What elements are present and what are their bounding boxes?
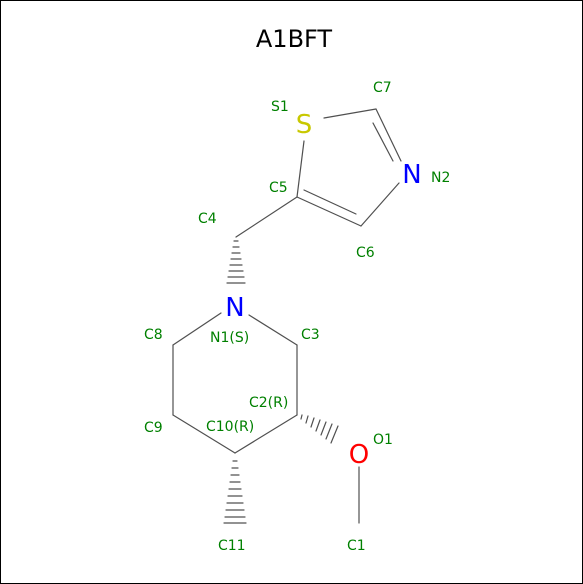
oxygen-symbol: O bbox=[349, 440, 369, 470]
bond-n1-c8 bbox=[172, 312, 222, 346]
bond-c5-c4 bbox=[235, 196, 298, 238]
bond-c2-o1-hashed bbox=[300, 414, 339, 444]
bond-s1-c7 bbox=[323, 108, 377, 119]
molecule-title: A1BFT bbox=[256, 25, 333, 53]
element-symbols: S N N O bbox=[225, 110, 421, 470]
bond-c2-c10 bbox=[234, 414, 298, 454]
atom-label-c11: C11 bbox=[218, 538, 246, 554]
atom-label-c7: C7 bbox=[373, 80, 392, 96]
bond-c7-n2 bbox=[375, 108, 402, 162]
bond-c4-n1-hashed bbox=[226, 240, 246, 284]
bond-c6-c5 bbox=[296, 196, 362, 227]
sulfur-symbol: S bbox=[296, 110, 313, 140]
atom-label-n1: N1(S) bbox=[210, 330, 249, 346]
atom-label-c1: C1 bbox=[347, 538, 366, 554]
bond-c9-c10 bbox=[172, 414, 236, 454]
bond-n1-c3 bbox=[248, 314, 298, 346]
atom-label-n2: N2 bbox=[431, 170, 450, 186]
bond-n2-c6 bbox=[360, 182, 400, 227]
bond-c5-s1 bbox=[296, 140, 305, 198]
bond-c6-c5-inner bbox=[303, 189, 357, 215]
bond-c7-n2-inner bbox=[372, 122, 394, 162]
bond-c10-c11-hashed bbox=[223, 460, 247, 524]
atom-label-o1: O1 bbox=[373, 432, 393, 448]
atom-label-c3: C3 bbox=[301, 327, 320, 343]
atom-label-s1: S1 bbox=[271, 99, 289, 115]
nitrogen-amine-symbol: N bbox=[225, 293, 244, 323]
atom-label-c9: C9 bbox=[144, 420, 163, 436]
atom-label-c5: C5 bbox=[269, 180, 288, 196]
atom-labels: S1 C7 N2 C5 C6 C4 C8 N1(S) C3 C2(R) C9 C… bbox=[144, 80, 450, 554]
atom-label-c10: C10(R) bbox=[206, 419, 254, 435]
atom-label-c4: C4 bbox=[198, 211, 217, 227]
atom-label-c6: C6 bbox=[356, 245, 375, 261]
atom-label-c2: C2(R) bbox=[249, 395, 288, 411]
nitrogen-ring-symbol: N bbox=[402, 160, 421, 190]
bonds bbox=[172, 108, 402, 524]
atom-label-c8: C8 bbox=[144, 327, 163, 343]
